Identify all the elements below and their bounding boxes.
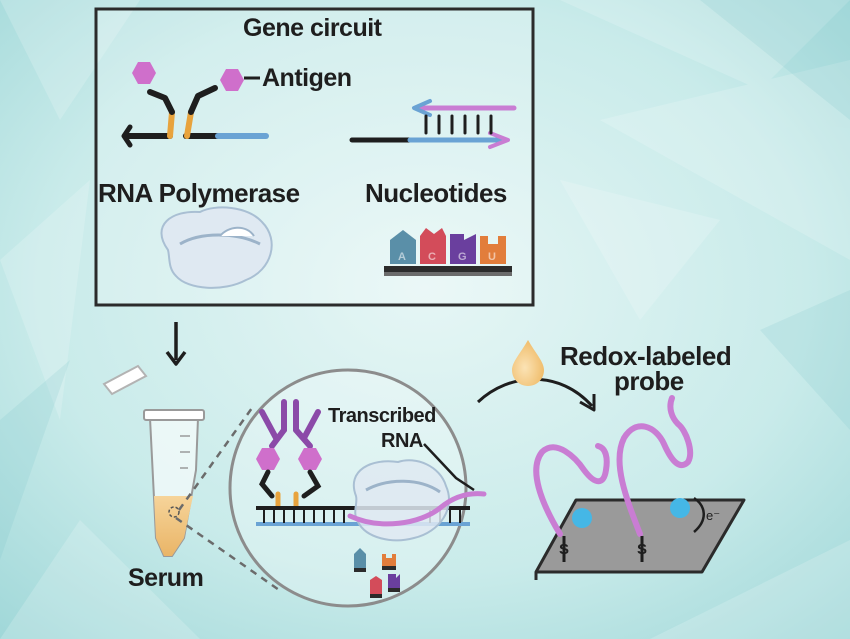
nucleotide-letter-a: A bbox=[398, 251, 406, 263]
antigen-hexagon-zoom-right bbox=[298, 448, 322, 470]
nucleotide-letter-g: G bbox=[458, 251, 467, 263]
probe-label: probe bbox=[614, 366, 684, 396]
transcribed-rna-strand bbox=[347, 491, 487, 527]
background-facets-dark bbox=[0, 0, 850, 560]
zoom-circle bbox=[228, 368, 468, 608]
serum-label: Serum bbox=[128, 564, 204, 592]
electron-transfer-arc bbox=[693, 496, 705, 533]
primer-template-icon bbox=[349, 99, 517, 149]
redox-label-dot-left bbox=[572, 508, 592, 528]
rna-label: RNA bbox=[381, 430, 423, 452]
thiol-linkers bbox=[562, 536, 644, 562]
antigen-hexagon-left bbox=[132, 62, 156, 84]
transcribed-label: Transcribed bbox=[328, 405, 436, 427]
serum-tube-icon bbox=[102, 364, 205, 557]
antigen-hexagon-right bbox=[220, 69, 244, 91]
rna-polymerase-icon bbox=[160, 206, 273, 289]
transcribed-rna-pointer bbox=[423, 443, 475, 492]
down-arrow-icon bbox=[165, 322, 187, 366]
antigen-label: Antigen bbox=[262, 64, 352, 92]
antigen-hexagon-zoom-left bbox=[256, 448, 280, 470]
zoom-circuit-icon bbox=[259, 469, 322, 509]
redox-probe-strands bbox=[533, 395, 694, 537]
thiol-s-labels: S S bbox=[559, 541, 647, 558]
droplet-icon bbox=[512, 340, 544, 386]
nucleotide-letter-c: C bbox=[428, 251, 436, 263]
magnification-lines bbox=[175, 407, 283, 594]
redox-labeled-label: Redox-labeled bbox=[560, 341, 732, 371]
nucleotides-label: Nucleotides bbox=[365, 178, 507, 208]
zoom-rna-polymerase-icon bbox=[353, 459, 450, 542]
zoom-free-nucleotides bbox=[354, 548, 400, 598]
rna-polymerase-label: RNA Polymerase bbox=[98, 178, 300, 208]
nucleotide-letter-u: U bbox=[488, 251, 496, 263]
antibody-icon bbox=[259, 399, 321, 449]
nucleotides-icon bbox=[384, 228, 512, 276]
split-gene-circuit-icon bbox=[121, 85, 269, 148]
gene-circuit-title: Gene circuit bbox=[243, 14, 382, 42]
svg-text:S: S bbox=[559, 541, 569, 558]
svg-text:S: S bbox=[637, 541, 647, 558]
electron-label: e⁻ bbox=[706, 508, 721, 523]
redox-label-dot-right bbox=[670, 498, 690, 518]
